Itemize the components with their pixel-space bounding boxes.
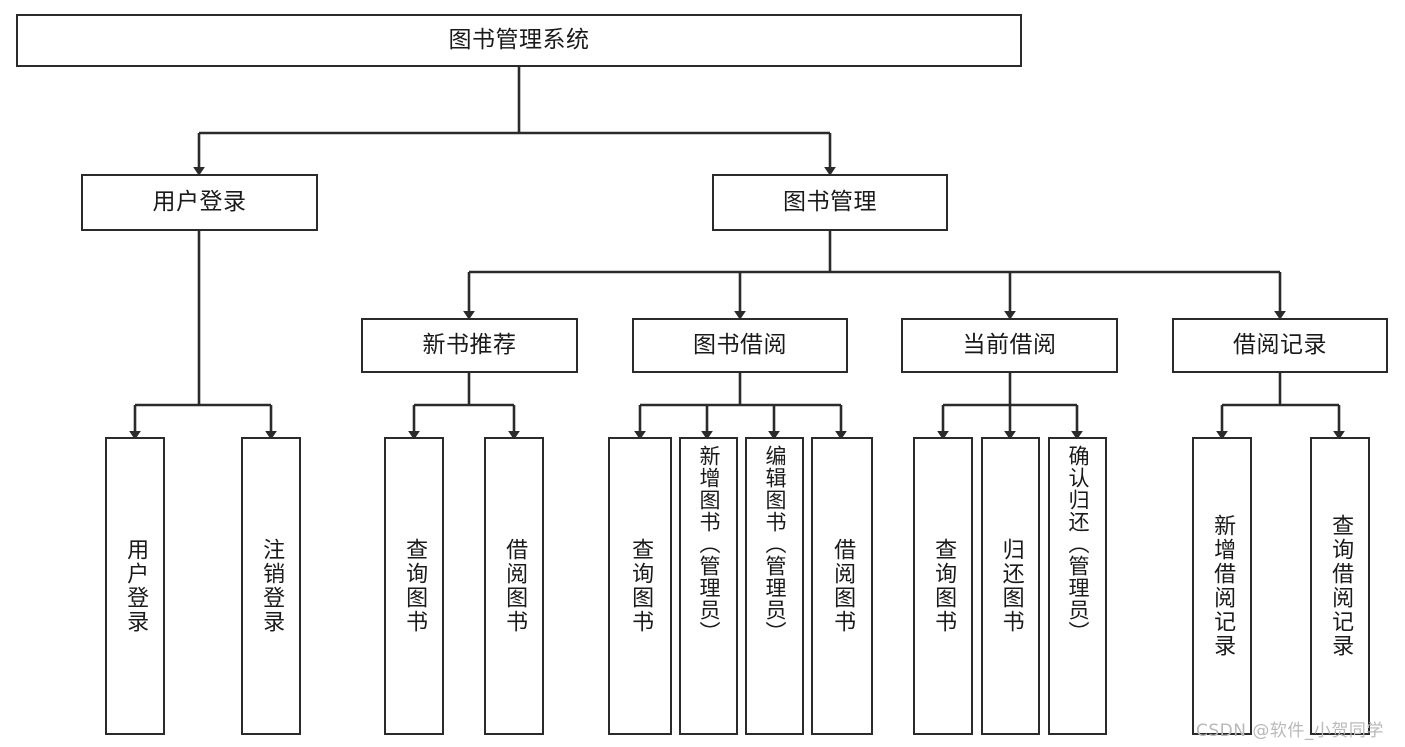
node-label: 注销登录 xyxy=(259,538,285,634)
node-book-borrow[interactable]: 图书借阅 xyxy=(632,318,848,373)
node-current-borrow[interactable]: 当前借阅 xyxy=(901,318,1118,373)
leaf-book-borrow-add-book-admin[interactable]: 新增图书（管理员） xyxy=(679,437,738,735)
node-user-login[interactable]: 用户登录 xyxy=(81,174,318,231)
node-label: 图书管理 xyxy=(783,189,877,216)
node-book-management[interactable]: 图书管理 xyxy=(712,174,948,231)
node-label: 图书管理系统 xyxy=(448,27,590,54)
node-new-book-recommend[interactable]: 新书推荐 xyxy=(361,318,578,373)
leaf-user-login-login[interactable]: 用户登录 xyxy=(105,437,165,735)
leaf-new-book-borrow-book[interactable]: 借阅图书 xyxy=(484,437,544,735)
leaf-current-borrow-confirm-return-admin[interactable]: 确认归还（管理员） xyxy=(1048,437,1107,735)
node-label: 查询借阅记录 xyxy=(1328,514,1354,658)
node-label: 当前借阅 xyxy=(962,332,1057,359)
node-label: 借阅图书 xyxy=(502,538,528,634)
node-label: 新增借阅记录 xyxy=(1210,514,1236,658)
node-label: 查询图书 xyxy=(402,538,428,634)
node-label: 查询图书 xyxy=(628,538,654,634)
node-label: 图书借阅 xyxy=(693,332,787,359)
node-label: 借阅图书 xyxy=(830,538,856,634)
leaf-book-borrow-edit-book-admin[interactable]: 编辑图书（管理员） xyxy=(745,437,804,735)
leaf-borrow-record-add-record[interactable]: 新增借阅记录 xyxy=(1192,437,1252,735)
node-label: 借阅记录 xyxy=(1233,332,1327,359)
node-label: 编辑图书（管理员） xyxy=(762,445,787,643)
leaf-current-borrow-return-book[interactable]: 归还图书 xyxy=(981,437,1040,735)
node-borrow-record[interactable]: 借阅记录 xyxy=(1172,318,1388,373)
leaf-new-book-query-book[interactable]: 查询图书 xyxy=(384,437,444,735)
leaf-book-borrow-query-book[interactable]: 查询图书 xyxy=(608,437,672,735)
node-label: 用户登录 xyxy=(152,189,247,216)
leaf-user-login-logout[interactable]: 注销登录 xyxy=(241,437,301,735)
node-label: 新增图书（管理员） xyxy=(696,445,721,643)
node-label: 查询图书 xyxy=(931,538,957,634)
leaf-current-borrow-query-book[interactable]: 查询图书 xyxy=(913,437,973,735)
csdn-watermark: CSDN @软件_小贺同学 xyxy=(1196,721,1384,741)
leaf-book-borrow-borrow-book[interactable]: 借阅图书 xyxy=(811,437,873,735)
node-label: 归还图书 xyxy=(998,538,1024,634)
node-root-book-management-system[interactable]: 图书管理系统 xyxy=(16,14,1022,67)
node-label: 用户登录 xyxy=(123,538,149,634)
node-label: 确认归还（管理员） xyxy=(1065,445,1090,643)
node-label: 新书推荐 xyxy=(422,332,517,359)
leaf-borrow-record-query-record[interactable]: 查询借阅记录 xyxy=(1310,437,1370,735)
